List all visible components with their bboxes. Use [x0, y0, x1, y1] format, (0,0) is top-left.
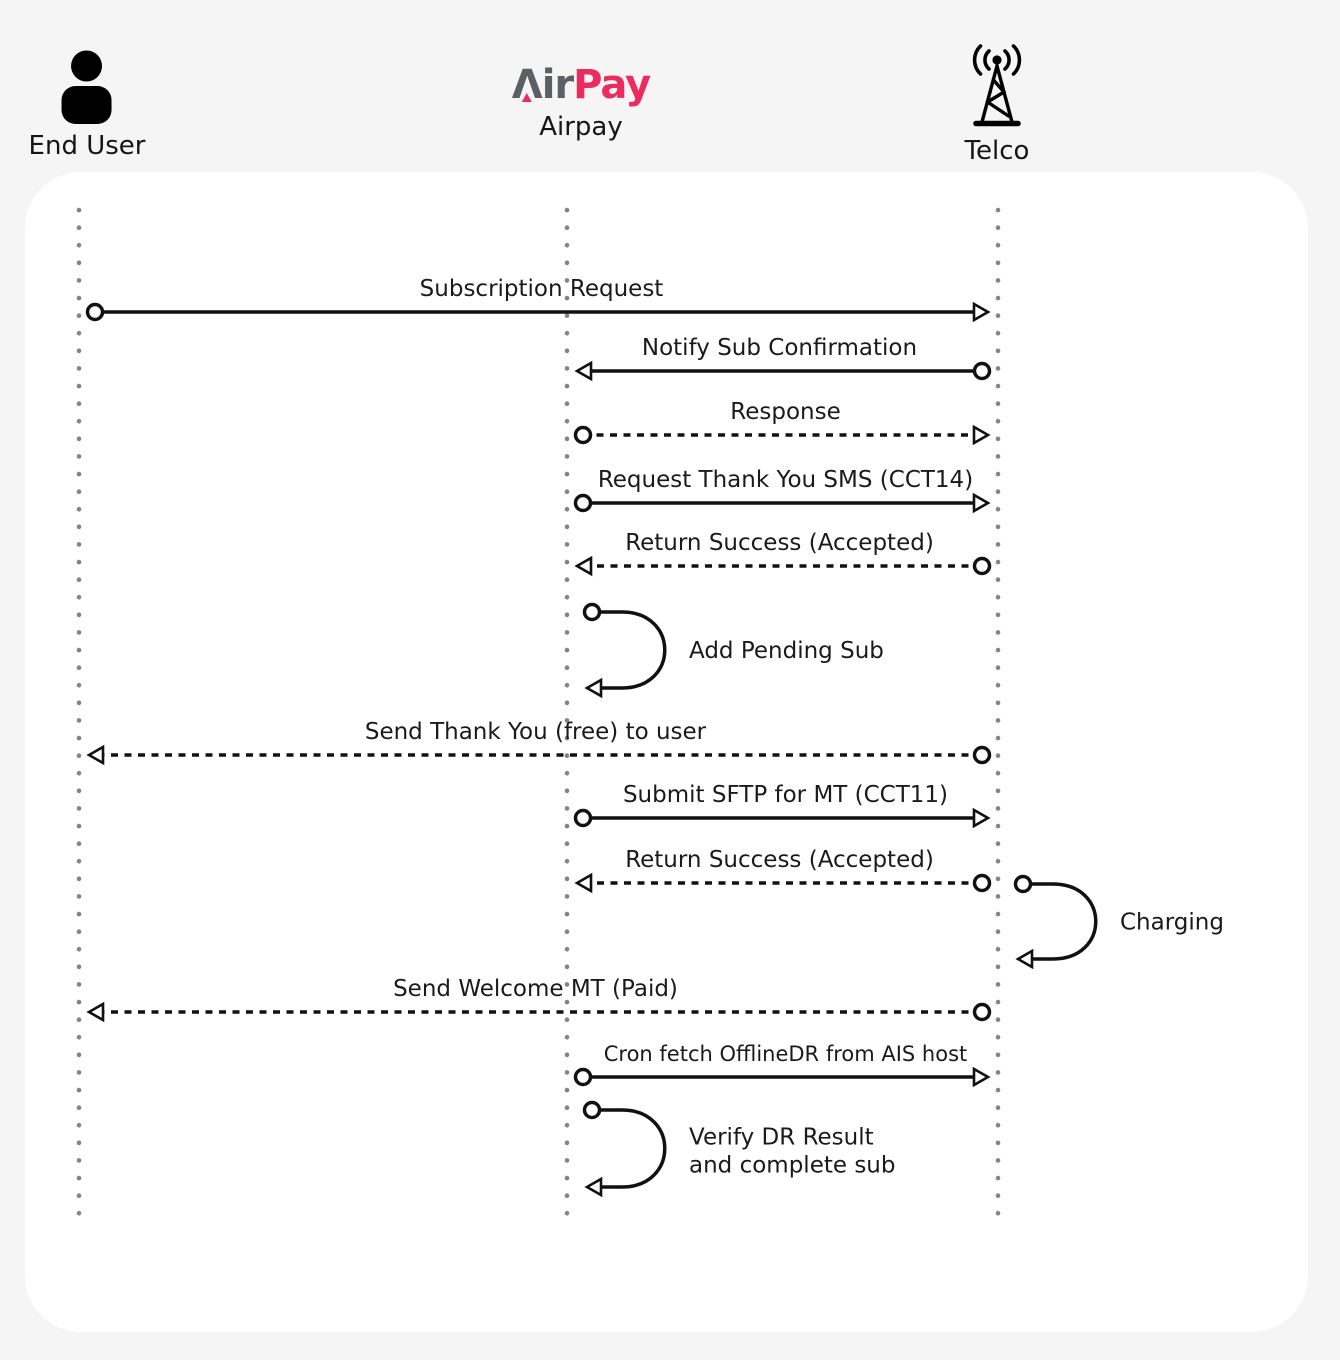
message-arrowhead [584, 677, 603, 699]
self-loop-arrow [600, 1108, 667, 1189]
radio-tower-icon [972, 44, 1022, 127]
actor-label-end-user: End User [28, 131, 146, 161]
self-loop-label: Add Pending Sub [689, 638, 884, 664]
message-arrowhead [574, 872, 593, 894]
message-arrowhead [86, 744, 105, 766]
message-origin-dot [1013, 874, 1033, 894]
person-icon [62, 50, 112, 124]
airpay-logo-pay: Pay [573, 62, 651, 108]
message-arrowhead [972, 301, 991, 323]
message-origin-dot [573, 425, 593, 445]
message-origin-dot [582, 1100, 602, 1120]
message-label: Return Success (Accepted) [625, 847, 934, 873]
diagram-panel [25, 172, 1308, 1332]
message-label: Subscription Request [420, 276, 664, 302]
message-arrowhead [584, 1176, 603, 1198]
message-arrowhead [972, 1066, 991, 1088]
message-origin-dot [573, 808, 593, 828]
airpay-logo-triangle-icon [521, 93, 532, 102]
message-origin-dot [972, 361, 992, 381]
message-label: Submit SFTP for MT (CCT11) [623, 782, 948, 808]
actor-label-telco: Telco [964, 136, 1030, 166]
message-label: Request Thank You SMS (CCT14) [598, 467, 973, 493]
message-arrowhead [972, 807, 991, 829]
self-loop-arrow [600, 610, 667, 690]
message-label: Return Success (Accepted) [625, 530, 934, 556]
message-label: Notify Sub Confirmation [642, 335, 917, 361]
message-arrowhead [574, 360, 593, 382]
message-origin-dot [573, 493, 593, 513]
message-origin-dot [85, 302, 105, 322]
message-arrowhead [1015, 948, 1034, 970]
self-loop-arrow [1031, 882, 1098, 961]
message-origin-dot [573, 1067, 593, 1087]
message-label: Cron fetch OfflineDR from AIS host [604, 1042, 968, 1066]
message-origin-dot [972, 873, 992, 893]
message-origin-dot [582, 602, 602, 622]
actor-telco: Telco [959, 44, 1035, 166]
self-loop-label: Charging [1120, 910, 1224, 936]
message-label: Send Welcome MT (Paid) [393, 976, 678, 1002]
message-origin-dot [972, 556, 992, 576]
actor-label-airpay: Airpay [539, 112, 623, 142]
actor-end-user: End User [28, 50, 146, 161]
message-origin-dot [972, 745, 992, 765]
airpay-logo: ΛirPay [512, 62, 651, 108]
message-label: Response [730, 399, 840, 425]
actor-airpay: ΛirPay Airpay [512, 62, 651, 142]
message-origin-dot [972, 1002, 992, 1022]
message-label: Send Thank You (free) to user [365, 719, 707, 745]
message-arrowhead [86, 1001, 105, 1023]
message-arrowhead [574, 555, 593, 577]
message-arrowhead [972, 424, 991, 446]
message-arrowhead [972, 492, 991, 514]
